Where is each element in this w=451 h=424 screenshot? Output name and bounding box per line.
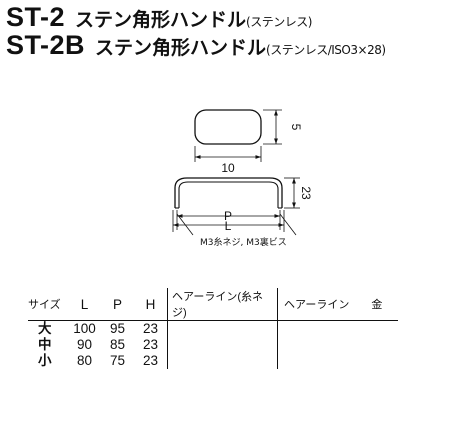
col-hairline: ヘアーライン — [284, 299, 350, 311]
dim-label-10: 10 — [221, 161, 235, 175]
cell-p: 85 — [109, 337, 126, 352]
dim-label-l: L — [225, 219, 232, 233]
cell-hairline-thread — [167, 337, 278, 353]
table-row: 小 80 75 23 — [28, 353, 398, 369]
dim-top-width — [194, 146, 262, 162]
cell-h: 23 — [142, 337, 159, 352]
table-row: 大 100 95 23 — [28, 320, 398, 337]
product-title-st2: ST-2 ステン角形ハンドル(ステンレス) — [6, 2, 312, 33]
cell-size: 小 — [38, 353, 52, 368]
cell-hairline-thread — [167, 320, 278, 337]
product-name: ステン角形ハンドル — [95, 37, 267, 59]
cell-hairline — [277, 320, 398, 337]
cell-hairline — [277, 337, 398, 353]
col-hairline-thread: ヘアーライン(糸ネジ) — [167, 288, 278, 321]
cell-hairline — [277, 353, 398, 369]
cell-l: 80 — [76, 353, 93, 368]
dim-side-height — [284, 177, 300, 209]
product-title-st2b: ST-2B ステン角形ハンドル(ステンレス/ISO3×28) — [6, 30, 386, 61]
product-name: ステン角形ハンドル — [75, 9, 247, 31]
dim-label-23: 23 — [299, 186, 313, 200]
product-material: (ステンレス) — [246, 15, 312, 29]
cell-h: 23 — [142, 321, 159, 336]
product-material: (ステンレス/ISO3×28) — [266, 43, 386, 57]
col-hairline-gold: ヘアーライン 金 — [277, 288, 398, 321]
cell-size: 大 — [38, 321, 52, 336]
model-code: ST-2B — [6, 30, 86, 60]
col-l: L — [68, 288, 101, 321]
col-gold: 金 — [371, 299, 383, 311]
cell-l: 90 — [76, 337, 93, 352]
cell-h: 23 — [142, 353, 159, 368]
handle-front-view — [174, 177, 283, 208]
cell-p: 75 — [109, 353, 126, 368]
model-code: ST-2 — [6, 2, 66, 32]
screw-note: M3糸ネジ, M3裏ビス — [200, 236, 287, 248]
cell-l: 100 — [73, 321, 96, 336]
handle-top-view — [194, 109, 262, 145]
cell-size: 中 — [38, 337, 52, 352]
col-h: H — [134, 288, 168, 321]
handle-drawing: 5 10 23 P L M3糸ネジ, M3裏ビス — [172, 109, 313, 248]
dim-label-5: 5 — [289, 124, 303, 131]
table-header-row: サイズ L P H ヘアーライン(糸ネジ) ヘアーライン 金 — [28, 288, 398, 321]
spec-table: サイズ L P H ヘアーライン(糸ネジ) ヘアーライン 金 大 100 95 2… — [28, 288, 398, 369]
col-size: サイズ — [28, 288, 68, 321]
cell-hairline-thread — [167, 353, 278, 369]
dim-top-height — [263, 109, 282, 145]
col-p: P — [101, 288, 134, 321]
cell-p: 95 — [109, 321, 126, 336]
dim-pitch-length — [172, 210, 297, 236]
dim-label-p: P — [224, 209, 232, 223]
table-row: 中 90 85 23 — [28, 337, 398, 353]
